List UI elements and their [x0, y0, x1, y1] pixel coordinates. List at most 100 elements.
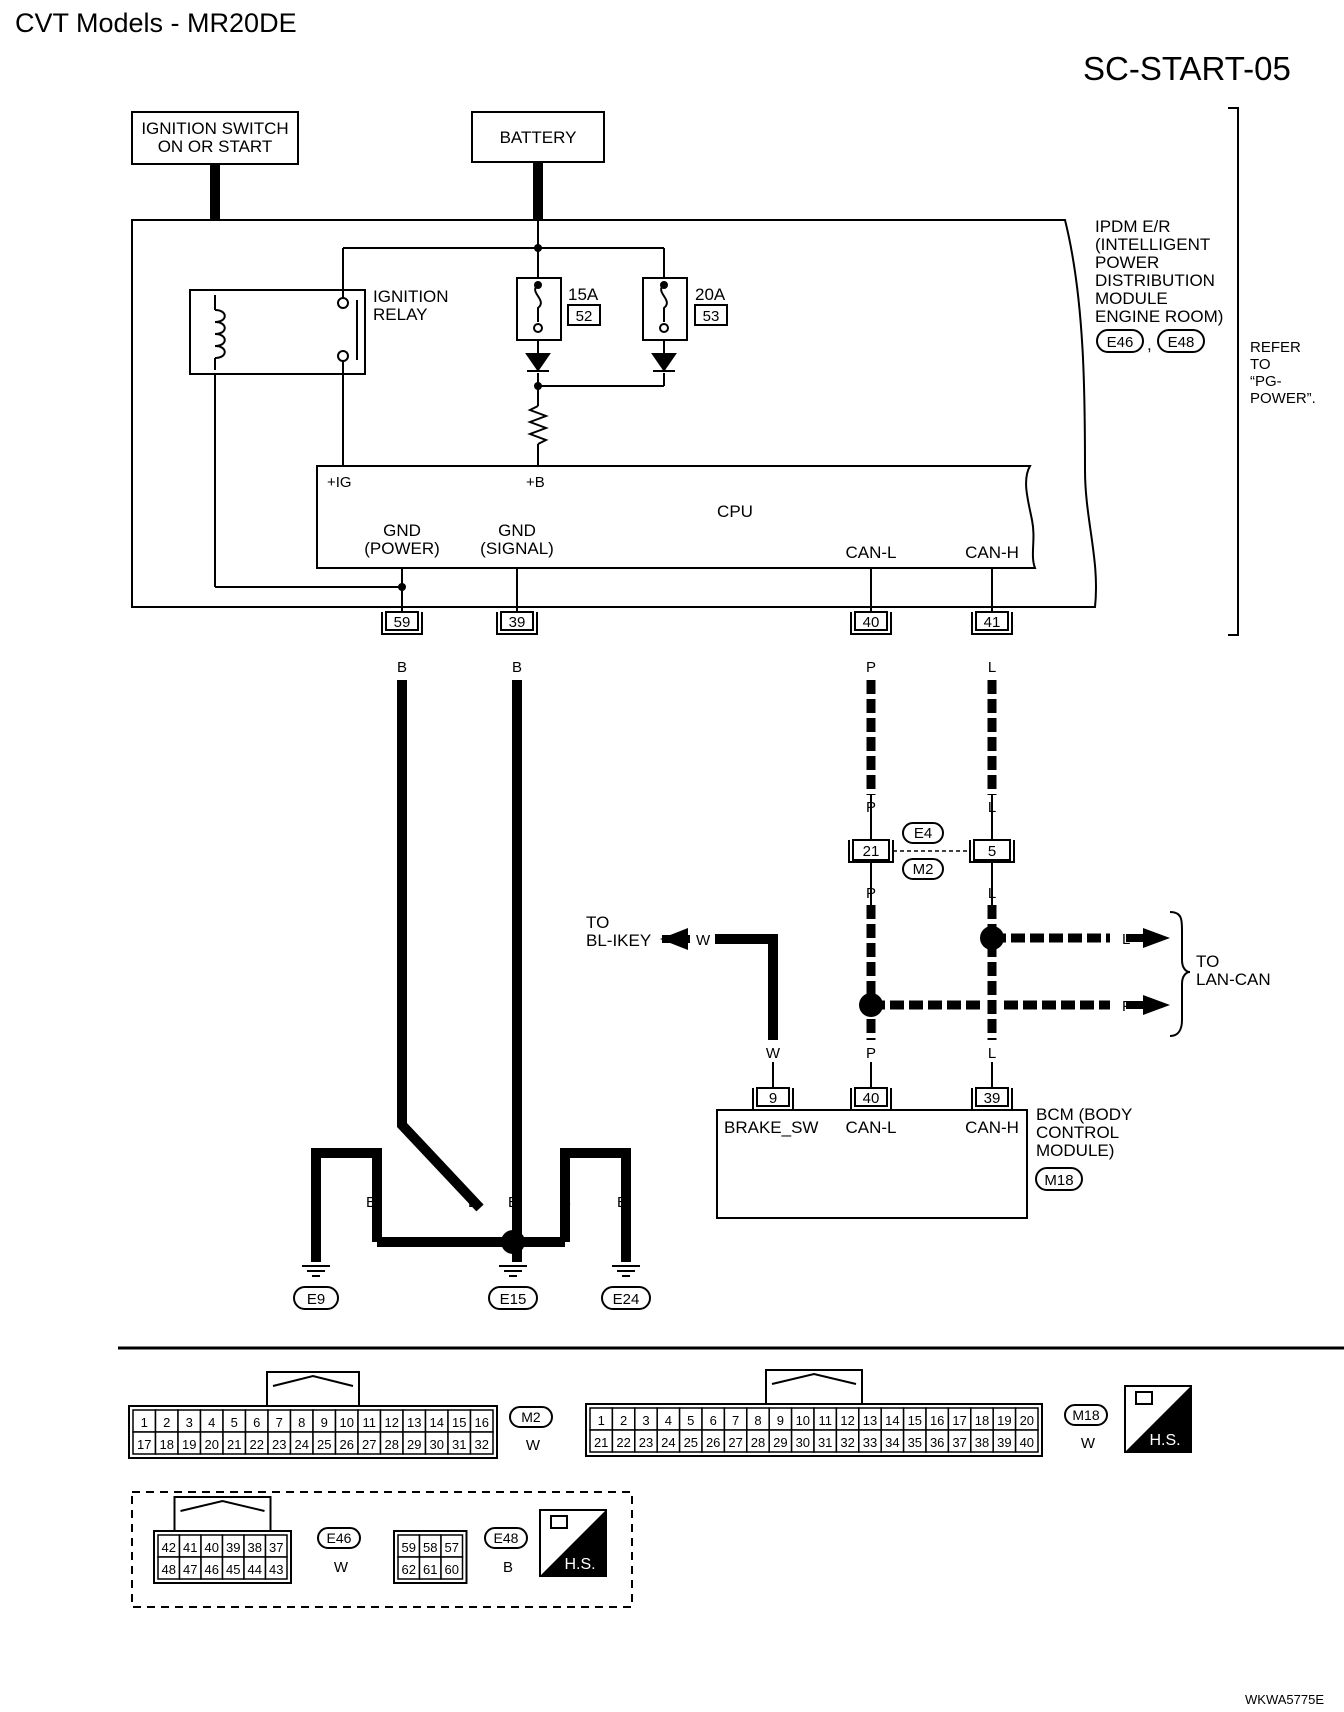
connector-pin-number: 15 — [452, 1415, 466, 1430]
bcm-label-1: BCM (BODY — [1036, 1105, 1132, 1124]
connector-id-tag — [484, 1527, 528, 1549]
ignition-relay — [189, 289, 366, 375]
connector-pin-number: 38 — [248, 1540, 262, 1555]
bcm-brake-sw: BRAKE_SW — [724, 1118, 818, 1137]
cpu-gnd-power-2: (POWER) — [364, 539, 440, 558]
connector-pin-number: 17 — [952, 1413, 966, 1428]
connector-color: W — [526, 1437, 541, 1454]
hs-badge-m18: H.S. — [1124, 1385, 1192, 1453]
cpu-can-h: CAN-H — [965, 543, 1019, 562]
connector-pin-number: 14 — [430, 1415, 444, 1430]
connector-pin-number: 5 — [687, 1413, 694, 1428]
connector-id: E48 — [494, 1530, 519, 1546]
connector-pin-number: 29 — [773, 1435, 787, 1450]
wire-color-w-bcm: W — [766, 1045, 781, 1062]
connector-pin-number: 11 — [818, 1413, 832, 1428]
relay-label-2: RELAY — [373, 305, 428, 324]
bcm-box — [716, 1109, 1028, 1219]
svg-text:E9: E9 — [307, 1291, 325, 1308]
refer-bracket — [1228, 107, 1239, 636]
connector-pin-number: 32 — [475, 1437, 489, 1452]
svg-text:M2: M2 — [913, 861, 934, 878]
can-l-splice — [859, 993, 883, 1017]
connector-pin-number: 27 — [362, 1437, 376, 1452]
connector-pin-number: 34 — [885, 1435, 899, 1450]
ignition-switch-label-2: ON OR START — [158, 137, 273, 156]
bcm-terminal-9: 9 — [752, 1087, 794, 1111]
connector-pin-number: 43 — [269, 1562, 283, 1577]
connector-id-tag — [317, 1527, 361, 1549]
connector-id: E46 — [327, 1530, 352, 1546]
svg-text:POWER: POWER — [1095, 253, 1159, 272]
connector-pin-number: 27 — [728, 1435, 742, 1450]
svg-text:E46: E46 — [1107, 334, 1134, 351]
connector-pin-number: 19 — [997, 1413, 1011, 1428]
connector-pin-number: 3 — [186, 1415, 193, 1430]
connector-pin-number: 29 — [407, 1437, 421, 1452]
svg-text:39: 39 — [984, 1090, 1001, 1107]
wire-color-l-41: L — [988, 659, 996, 676]
svg-text:(INTELLIGENT: (INTELLIGENT — [1095, 235, 1210, 254]
doc-code: WKWA5775E — [1245, 1692, 1324, 1707]
wire-color-l-j2: L — [988, 885, 996, 902]
ground-tag-e9: E9 — [293, 1286, 339, 1310]
cpu-gnd-signal-1: GND — [498, 521, 536, 540]
connector-pin-number: 4 — [665, 1413, 672, 1428]
svg-text:REFER: REFER — [1250, 339, 1301, 356]
connector-pin — [440, 1556, 464, 1580]
connector-pin-number: 37 — [269, 1540, 283, 1555]
connector-pin-number: 58 — [423, 1540, 437, 1555]
wire-color-p-lan: P — [1122, 998, 1132, 1015]
lan-can-label-1: TO — [1196, 952, 1219, 971]
connector-pin-number: 16 — [930, 1413, 944, 1428]
ground-wires — [311, 680, 631, 1262]
connector-pin-number: 13 — [863, 1413, 877, 1428]
connector-pin-number: 45 — [226, 1562, 240, 1577]
svg-text:M18: M18 — [1044, 1172, 1073, 1189]
connector-pin-number: 26 — [706, 1435, 720, 1450]
wire-color-p-40: P — [866, 659, 876, 676]
connector-pin-number: 38 — [975, 1435, 989, 1450]
connector-pin-number: 26 — [340, 1437, 354, 1452]
diodes — [525, 353, 677, 372]
svg-text:E24: E24 — [613, 1291, 640, 1308]
connector-pin-number: 4 — [208, 1415, 215, 1430]
ground-splice — [501, 1230, 525, 1254]
ipdm-box — [131, 219, 1097, 608]
connector-pin-number: 33 — [863, 1435, 877, 1450]
connector-pin-number: 6 — [710, 1413, 717, 1428]
connector-pin-number: 12 — [385, 1415, 399, 1430]
connector-pin-number: 62 — [402, 1562, 416, 1577]
bl-ikey-label-2: BL-IKEY — [586, 931, 651, 950]
fuse-15a-num: 52 — [576, 308, 593, 325]
cpu-label: CPU — [717, 502, 753, 521]
bcm-label-2: CONTROL — [1036, 1123, 1119, 1142]
connector-pin-number: 1 — [141, 1415, 148, 1430]
connector-pin — [1014, 1429, 1039, 1453]
fuse-20a-num: 53 — [703, 308, 720, 325]
connector-pin-number: 10 — [796, 1413, 810, 1428]
svg-text:POWER”.: POWER”. — [1250, 390, 1316, 407]
svg-text:DISTRIBUTION: DISTRIBUTION — [1095, 271, 1215, 290]
connector-pin-number: 14 — [885, 1413, 899, 1428]
fuse-20a-amp: 20A — [695, 285, 726, 304]
connector-pin-number: 13 — [407, 1415, 421, 1430]
connector-pin-number: 5 — [231, 1415, 238, 1430]
arrows-lan-can — [1126, 928, 1170, 1015]
bcm-label-3: MODULE) — [1036, 1141, 1114, 1160]
connector-pin-number: 16 — [475, 1415, 489, 1430]
svg-text:TO: TO — [1250, 356, 1271, 373]
connector-pin-number: 30 — [796, 1435, 810, 1450]
wire-color-b-39: B — [512, 659, 522, 676]
svg-text:MODULE: MODULE — [1095, 289, 1168, 308]
connector-pin — [264, 1556, 288, 1580]
ipdm-terminal-39: 39 — [496, 611, 538, 635]
diagram-id: SC-START-05 — [1083, 50, 1291, 87]
svg-text:5: 5 — [988, 843, 996, 860]
connector-pin-number: 36 — [930, 1435, 944, 1450]
connector-pin-number: 10 — [340, 1415, 354, 1430]
connector-pin-number: 31 — [818, 1435, 832, 1450]
